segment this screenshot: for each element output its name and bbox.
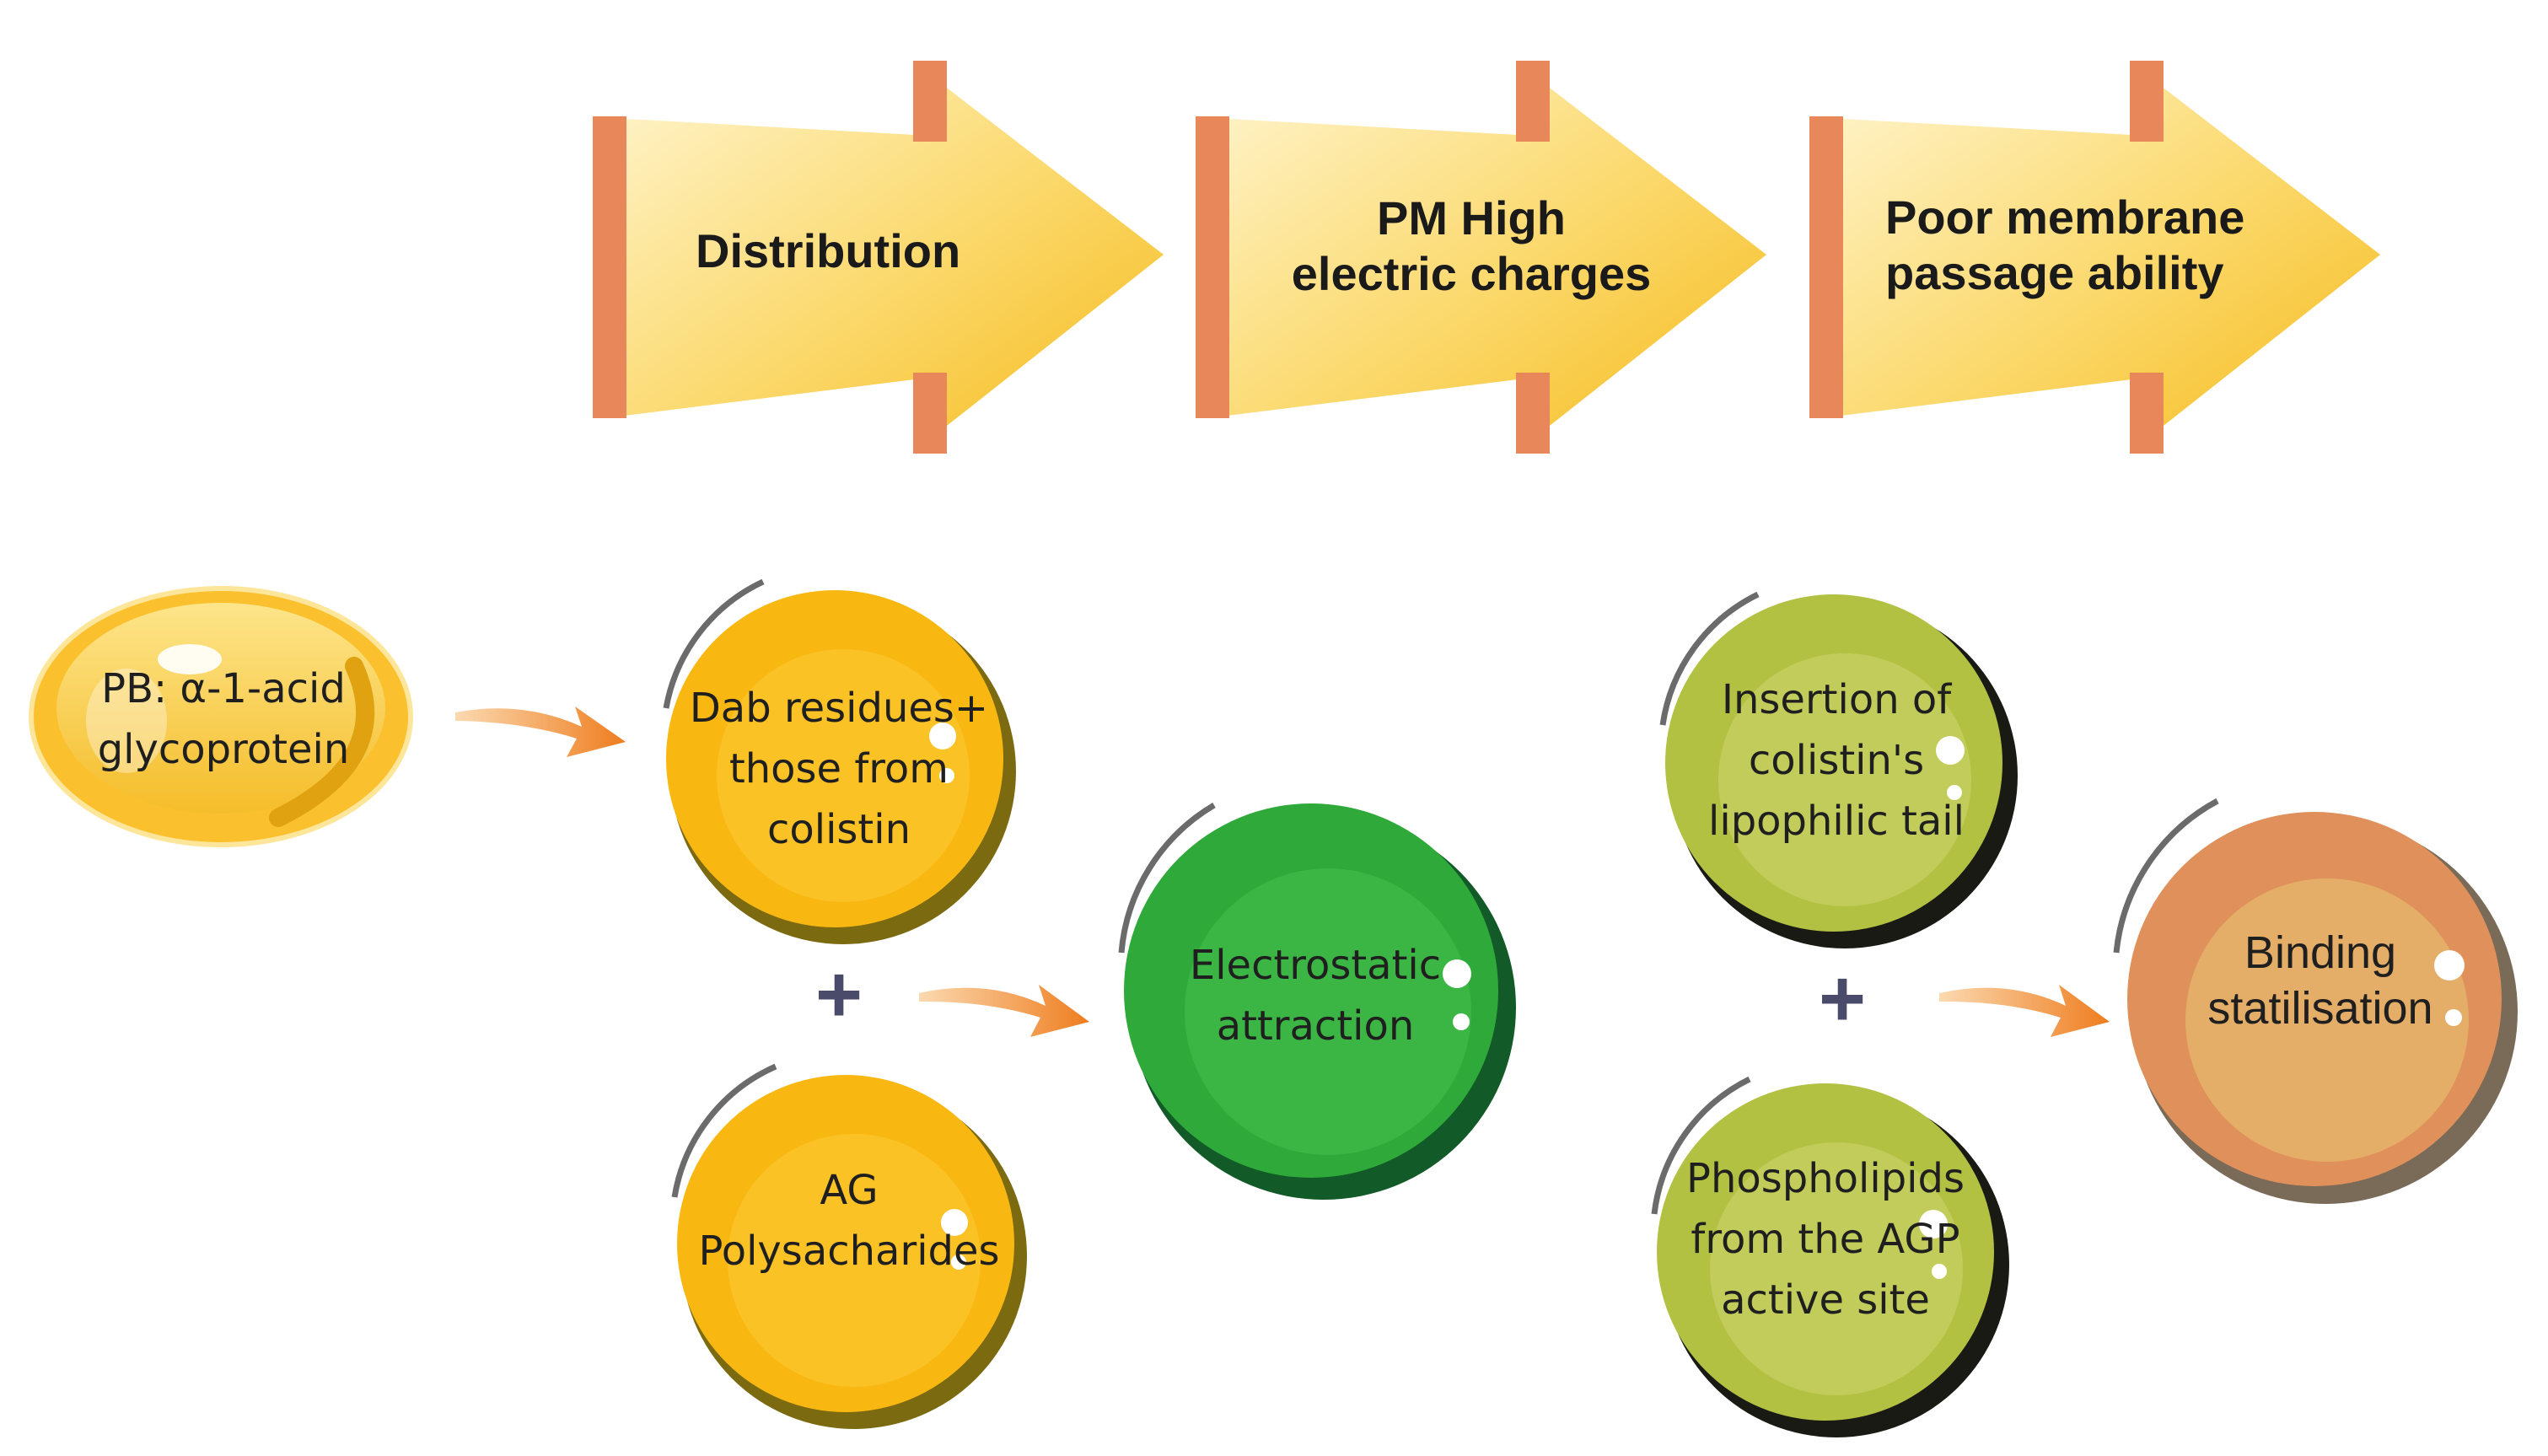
node-insertion-lipophilic-tail xyxy=(1659,591,2018,948)
label-dab-residues: Dab residues+ those from colistin xyxy=(690,678,988,860)
label-line: glycoprotein xyxy=(97,726,350,773)
arrow-label-line: PM High xyxy=(1377,191,1566,244)
arrow-label-line: passage ability xyxy=(1885,246,2224,299)
label-electrostatic-attraction: Electrostatic attraction xyxy=(1190,935,1441,1056)
plus-sign-right: + xyxy=(1818,954,1867,1044)
label-line: AG xyxy=(820,1167,879,1214)
label-line: Electrostatic xyxy=(1189,942,1442,989)
arrow-label-distribution: Distribution xyxy=(696,223,960,279)
label-ag-polysaccharides: AG Polysacharides xyxy=(698,1160,999,1281)
node-ag-polysaccharides xyxy=(671,1063,1027,1429)
label-line: Binding xyxy=(2244,927,2397,978)
label-line: from the AGP xyxy=(1691,1216,1960,1263)
arrow-label-line: Distribution xyxy=(696,224,961,277)
label-binding-stabilisation: Binding statilisation xyxy=(2207,925,2432,1036)
label-line: Phospholipids xyxy=(1686,1155,1965,1202)
label-line: active site xyxy=(1721,1276,1930,1324)
node-dab-residues xyxy=(663,578,1016,944)
node-electrostatic-attraction xyxy=(1118,802,1516,1200)
label-line: attraction xyxy=(1216,1002,1415,1050)
arrow-label-poor-membrane: Poor membrane passage ability xyxy=(1885,190,2244,301)
process-arrow-pm-high-charges xyxy=(1196,61,1766,454)
arrow-label-line: Poor membrane xyxy=(1885,191,2245,244)
arrow-label-line: electric charges xyxy=(1291,247,1652,300)
plus-sign-left: + xyxy=(814,949,863,1040)
label-line: PB: α-1-acid xyxy=(101,665,346,712)
node-phospholipids xyxy=(1651,1076,2009,1437)
label-line: those from xyxy=(728,745,949,792)
label-line: Insertion of xyxy=(1721,676,1952,723)
label-line: colistin xyxy=(766,806,911,853)
label-phospholipids: Phospholipids from the AGP active site xyxy=(1686,1148,1965,1330)
label-line: lipophilic tail xyxy=(1708,798,1965,845)
node-binding-stabilisation xyxy=(2113,798,2518,1204)
label-insertion-lipophilic-tail: Insertion of colistin's lipophilic tail xyxy=(1708,669,1965,852)
label-line: colistin's xyxy=(1748,737,1925,784)
arrow-label-pm-high: PM High electric charges xyxy=(1277,191,1665,302)
connector-arrow-1 xyxy=(455,707,626,757)
process-arrow-distribution xyxy=(593,61,1164,454)
connector-arrow-3 xyxy=(1939,985,2110,1037)
label-line: Polysacharides xyxy=(698,1228,1000,1275)
label-pb-glycoprotein: PB: α-1-acid glycoprotein xyxy=(98,658,350,780)
connector-arrow-2 xyxy=(919,985,1089,1037)
node-pb-glycoprotein xyxy=(29,586,413,847)
label-line: statilisation xyxy=(2207,983,2433,1034)
label-line: Dab residues+ xyxy=(689,685,989,732)
process-arrow-poor-membrane xyxy=(1809,61,2380,454)
